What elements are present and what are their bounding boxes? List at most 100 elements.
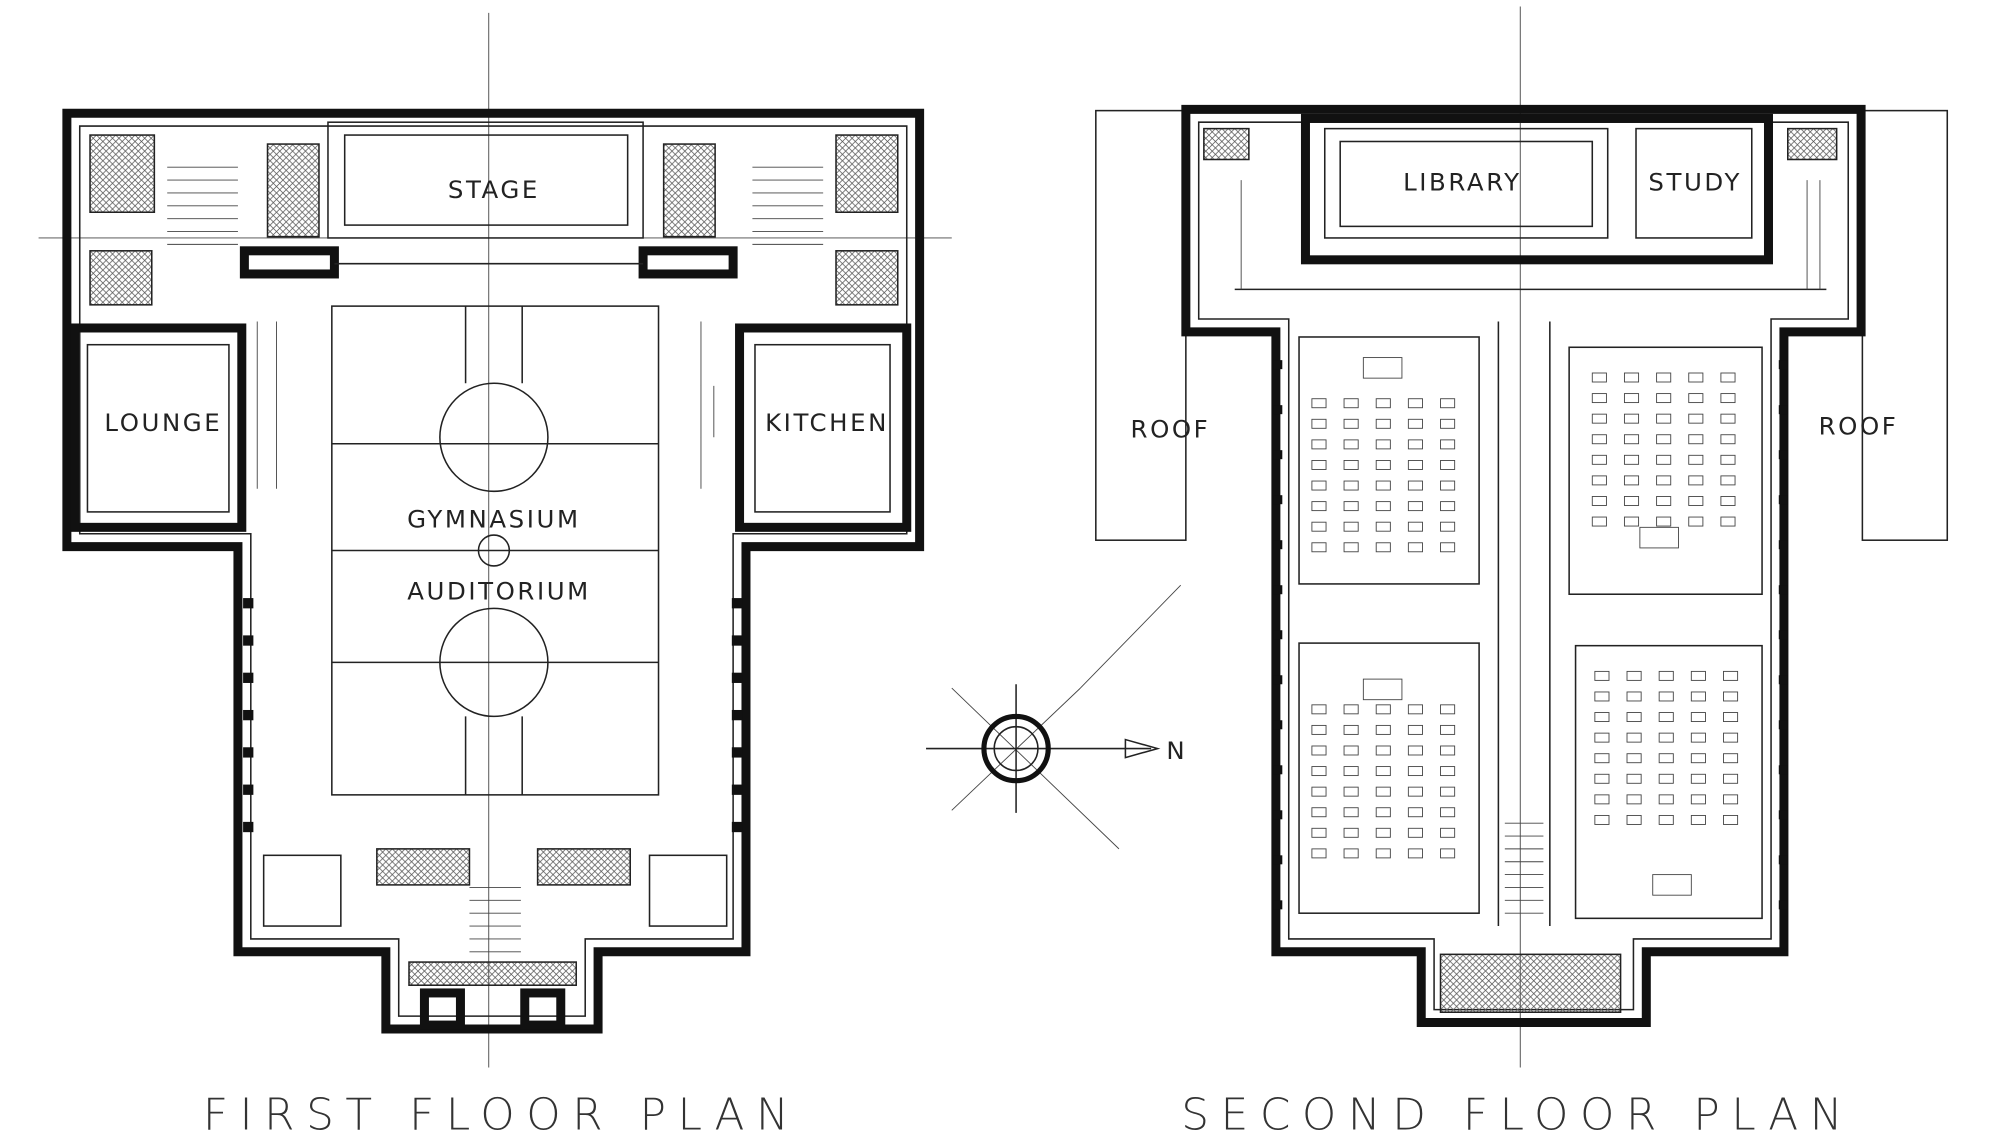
column [1778,810,1788,820]
north-arrow-icon [1124,738,1161,759]
desk [1375,807,1391,818]
desk [1311,501,1327,512]
desk [1623,516,1640,527]
desk [1688,372,1704,383]
column [1273,855,1283,865]
desk [1311,827,1327,838]
desk [1688,516,1704,527]
desk [1311,542,1327,553]
column [1273,630,1283,640]
desk [1723,814,1739,825]
desk [1594,732,1610,743]
desk [1626,712,1642,723]
desk [1690,670,1706,681]
desk [1594,814,1610,825]
desk [1723,753,1739,764]
desk [1720,413,1736,424]
column [1778,765,1788,775]
column [1273,900,1283,910]
desk [1375,724,1391,735]
column [1273,405,1283,415]
library-room [1323,127,1609,239]
desk [1594,794,1610,805]
column [1273,765,1283,775]
stage-room [327,121,644,239]
desk [1626,773,1642,784]
desk [1688,393,1704,404]
column [243,635,254,646]
column [731,635,743,646]
classroom-se [1574,644,1763,920]
desk [1591,393,1607,404]
desk [1623,475,1640,486]
desk [1311,521,1327,532]
desk [1591,434,1607,445]
desk [1343,521,1359,532]
desk [1723,712,1739,723]
desk [1343,807,1359,818]
desk [1375,786,1391,797]
desk [1720,393,1736,404]
desk [1440,501,1456,512]
column [1273,810,1283,820]
column [1778,540,1788,550]
second-floor-title: SECOND FLOOR PLAN [1181,1089,1854,1140]
teacher-desk [1362,357,1403,379]
desk [1343,766,1359,777]
desk [1720,516,1736,527]
desk [1720,475,1736,486]
column [731,784,743,795]
desk [1720,372,1736,383]
desk [1375,398,1391,409]
desk [1311,418,1327,429]
desk [1440,398,1456,409]
column [243,821,254,833]
library-label: LIBRARY [1403,167,1522,196]
desk [1626,670,1642,681]
desk [1594,773,1610,784]
desk [1407,848,1423,859]
teacher-desk [1652,874,1692,896]
desk [1656,516,1672,527]
desk [1688,454,1704,465]
desk [1407,480,1423,491]
desk [1623,393,1640,404]
desk [1407,439,1423,450]
desk [1375,418,1391,429]
desk [1658,691,1674,702]
desk [1343,848,1359,859]
first-floor-plan: STAGE LOUNGE KITCHEN GYMNASIUM AUDITORIU… [38,12,952,1140]
desk [1440,724,1456,735]
north-label: N [1166,736,1187,765]
desk [1440,848,1456,859]
desk [1690,753,1706,764]
desk [1690,814,1706,825]
desk [1440,786,1456,797]
desk [1343,460,1359,470]
desk [1440,542,1456,553]
desk [1656,434,1672,445]
compass-rose: N [926,584,1187,850]
desk [1407,418,1423,429]
desk [1407,460,1423,470]
desk [1626,794,1642,805]
roof-left [1095,109,1187,541]
desk [1723,732,1739,743]
desk [1440,766,1456,777]
column [1778,900,1788,910]
desk [1591,413,1607,424]
desk [1407,786,1423,797]
desk [1623,496,1640,506]
column [1778,630,1788,640]
desk [1407,766,1423,777]
desk [1407,704,1423,715]
desk [1375,745,1391,756]
desk [1656,454,1672,465]
desk [1440,418,1456,429]
desk [1375,480,1391,491]
desk [1311,848,1327,859]
roof-left-label: ROOF [1131,414,1211,443]
desk [1723,773,1739,784]
desk [1591,475,1607,486]
